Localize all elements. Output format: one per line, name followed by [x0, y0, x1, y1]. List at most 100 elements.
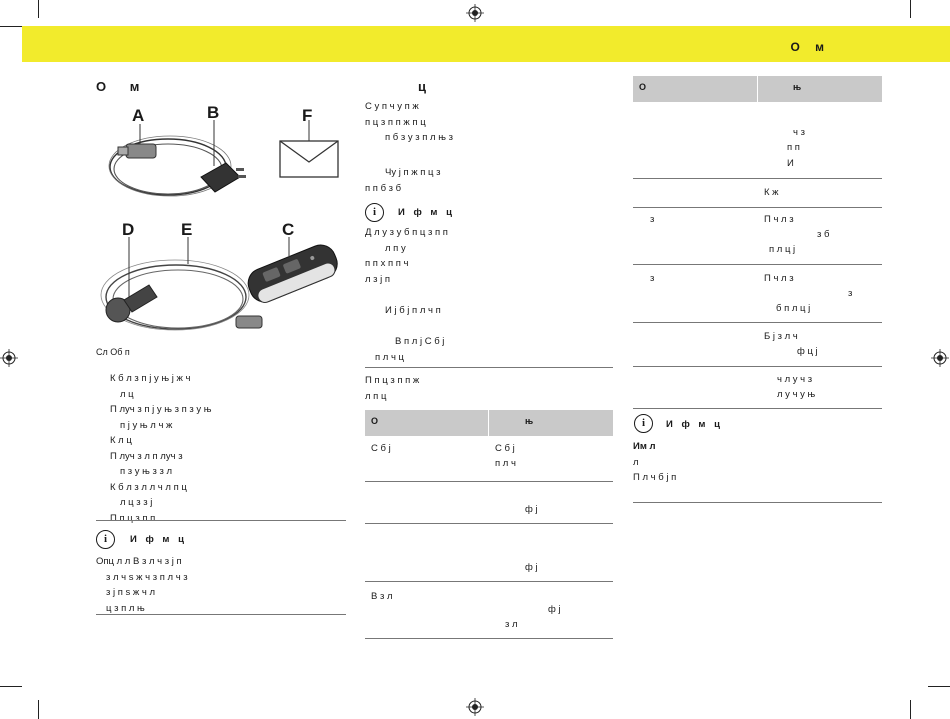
- crop-mark: [910, 0, 911, 18]
- info-title: И ф м ц: [398, 207, 455, 218]
- list-item: К б л з л л ч л п ц: [110, 481, 187, 493]
- text-line: п ц з п п ж п ц: [365, 116, 426, 128]
- crop-mark: [38, 700, 39, 719]
- component-list: К б л з п ј у њ ј ж ч л ц П луч з п ј у …: [110, 371, 212, 526]
- crop-mark: [0, 686, 22, 687]
- registration-mark-icon: [0, 349, 18, 367]
- figure-letter-b: B: [207, 103, 220, 122]
- table-cell: ф ј: [548, 604, 561, 615]
- table-cell: ч з: [793, 127, 805, 138]
- paragraph: С у п ч у п ж п ц з п п ж п ц п б з у з …: [365, 99, 453, 146]
- table-header-sep: [757, 76, 758, 102]
- table-divider: [365, 523, 613, 524]
- table-cell: з: [650, 214, 655, 225]
- table-divider: [633, 178, 882, 179]
- table-cell: К ж: [764, 187, 779, 198]
- table-cell: б п л ц ј: [776, 303, 811, 314]
- info-line: л: [633, 456, 639, 468]
- info-line: п п х п п ч: [365, 258, 409, 269]
- table-cell: п п: [787, 142, 800, 153]
- table-cell: п л ц ј: [769, 244, 796, 255]
- crop-mark: [910, 700, 911, 719]
- table-cell: ф ј: [525, 504, 538, 515]
- table-cell: з л: [505, 619, 518, 630]
- product-figure: [100, 120, 339, 331]
- table-divider: [365, 638, 613, 639]
- table-cell: И: [787, 158, 794, 169]
- info-line: ц з п л њ: [106, 602, 145, 614]
- table-cell: з б: [817, 229, 830, 240]
- table-cell: л у ч у њ: [777, 389, 816, 400]
- registration-mark-icon: [466, 698, 484, 716]
- info-title: И ф м ц: [666, 419, 723, 430]
- table-divider: [365, 581, 613, 582]
- table-header-sep: [488, 410, 489, 436]
- text-line: П п ц з п п ж: [365, 375, 420, 386]
- info-icon: i: [365, 203, 384, 222]
- figure-letter-e: E: [181, 220, 193, 239]
- section-title: О м: [96, 79, 150, 94]
- table-divider: [365, 481, 613, 482]
- table-header-right: њ: [793, 82, 805, 92]
- info-line: л з ј п: [365, 273, 391, 285]
- info-line: з л ч s ж ч з п л ч з: [106, 571, 188, 583]
- table-divider: [633, 207, 882, 208]
- registration-mark-icon: [466, 4, 484, 22]
- list-item: К б л з п ј у њ ј ж ч: [110, 373, 191, 384]
- divider: [633, 502, 882, 503]
- figure-letter-d: D: [122, 220, 135, 239]
- list-item: п ј у њ л ч ж: [120, 419, 173, 431]
- header-band: О м: [22, 26, 950, 62]
- info-icon: i: [634, 414, 653, 433]
- info-line: л п у: [385, 242, 406, 254]
- table-header: О њ: [365, 410, 613, 436]
- info-body: Д л у з у б п ц з п п л п у п п х п п ч …: [365, 225, 448, 287]
- table-divider: [633, 408, 882, 409]
- figure-letter-f: F: [302, 106, 313, 125]
- table-cell: С б ј: [371, 443, 391, 454]
- bullet-line: И ј б ј п л ч п: [385, 305, 441, 316]
- info-title: И ф м ц: [130, 534, 187, 545]
- info-icon: i: [96, 530, 115, 549]
- table-cell: ф ц ј: [797, 346, 818, 357]
- table-divider: [633, 322, 882, 323]
- info-line: з ј п s ж ч л: [106, 587, 156, 598]
- text-line: п п б з б: [365, 182, 402, 194]
- table-cell: ф ј: [525, 562, 538, 573]
- crop-mark: [928, 686, 950, 687]
- text-line: л п ц: [365, 390, 387, 402]
- text-line: С у п ч у п ж: [365, 101, 419, 112]
- info-line: Им л: [633, 441, 656, 452]
- crop-mark: [0, 26, 22, 27]
- list-item: П луч з л п луч з: [110, 450, 183, 462]
- table-divider: [633, 366, 882, 367]
- table-header-right: њ: [525, 416, 537, 426]
- list-item: л ц з з ј: [120, 497, 153, 508]
- section-title: ц: [418, 79, 436, 94]
- info-line: Опц л л В з л ч з ј п: [96, 556, 182, 567]
- info-line: Д л у з у б п ц з п п: [365, 227, 448, 238]
- header-title: О м: [790, 40, 830, 54]
- paragraph: Чу ј п ж п ц з п п б з б: [365, 165, 440, 196]
- figure-letter-c: C: [282, 220, 295, 239]
- info-body: Опц л л В з л ч з ј п з л ч s ж ч з п л …: [96, 554, 188, 616]
- table-header-left: О: [639, 82, 650, 92]
- list-item: П п ц з п п: [110, 512, 156, 524]
- table-cell: Б ј з л ч: [764, 331, 798, 342]
- figure-letter-a: A: [132, 106, 145, 125]
- table-cell: з: [650, 273, 655, 284]
- figure-caption: Сл Об п: [96, 347, 130, 357]
- text-line: В п л ј С б ј: [395, 336, 445, 347]
- table-header-left: О: [371, 416, 382, 426]
- info-body: Им л л П л ч б ј п: [633, 439, 676, 486]
- info-line: П л ч б ј п: [633, 472, 677, 483]
- text-line: п б з у з п л њ з: [385, 132, 453, 143]
- bullet-block: В п л ј С б ј п л ч ц: [375, 334, 444, 365]
- table-cell: С б ј: [495, 443, 515, 454]
- text-line: Чу ј п ж п ц з: [385, 167, 441, 178]
- table-cell: В з л: [371, 591, 393, 602]
- table-cell: П ч л з: [764, 214, 794, 225]
- list-item: л ц: [120, 388, 134, 400]
- list-item: К л ц: [110, 435, 132, 446]
- divider: [96, 520, 346, 521]
